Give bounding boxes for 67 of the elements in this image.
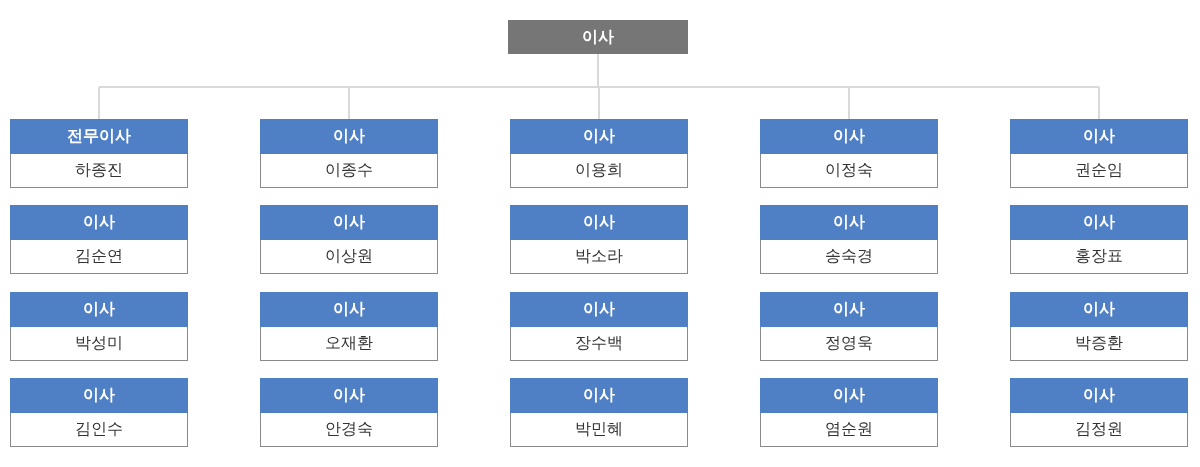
role-header: 이사	[510, 205, 688, 240]
connector-line	[1098, 86, 1100, 120]
role-header: 이사	[260, 119, 438, 154]
person-name: 이용희	[574, 159, 624, 181]
role-header: 이사	[260, 205, 438, 240]
person-name: 송숙경	[824, 245, 874, 267]
person-name: 하종진	[74, 159, 124, 181]
role-header: 이사	[1010, 205, 1188, 240]
person-name: 안경숙	[324, 418, 374, 440]
role-header: 전무이사	[10, 119, 188, 154]
person-name: 김정원	[1074, 418, 1124, 440]
org-card	[260, 119, 438, 188]
person-name: 홍장표	[1074, 245, 1124, 267]
role-box: 이사	[508, 20, 688, 54]
role-header: 이사	[1010, 378, 1188, 413]
connector-line	[98, 86, 100, 120]
role-header: 이사	[510, 378, 688, 413]
org-card	[510, 119, 688, 188]
org-card	[1010, 205, 1188, 274]
org-card	[510, 292, 688, 361]
person-name: 김순연	[74, 245, 124, 267]
role-header: 이사	[260, 292, 438, 327]
org-card	[1010, 292, 1188, 361]
org-card	[760, 292, 938, 361]
role-header: 이사	[510, 119, 688, 154]
role-header: 이사	[760, 205, 938, 240]
role-header: 이사	[760, 378, 938, 413]
org-card	[10, 205, 188, 274]
role-header: 이사	[260, 378, 438, 413]
role-header: 이사	[10, 378, 188, 413]
org-card	[510, 205, 688, 274]
person-name: 정영욱	[824, 332, 874, 354]
person-name: 이상원	[324, 245, 374, 267]
org-card	[260, 205, 438, 274]
org-card	[760, 205, 938, 274]
org-card	[760, 119, 938, 188]
person-name: 이정숙	[824, 159, 874, 181]
person-name: 박소라	[574, 245, 624, 267]
org-card	[260, 292, 438, 361]
org-card	[260, 378, 438, 447]
org-card	[1010, 378, 1188, 447]
org-card	[10, 292, 188, 361]
org-card	[510, 378, 688, 447]
role-header: 이사	[1010, 292, 1188, 327]
connector-line	[348, 86, 350, 120]
role-header: 이사	[10, 205, 188, 240]
person-name: 김인수	[74, 418, 124, 440]
person-name: 이종수	[324, 159, 374, 181]
connector-line	[98, 53, 1100, 88]
connector-line	[598, 86, 600, 120]
org-card	[760, 378, 938, 447]
person-name: 박성미	[74, 332, 124, 354]
role-header: 이사	[10, 292, 188, 327]
connector-line	[848, 86, 850, 120]
person-name: 박증환	[1074, 332, 1124, 354]
person-name: 장수백	[574, 332, 624, 354]
role-header: 이사	[510, 292, 688, 327]
org-card	[10, 378, 188, 447]
role-header: 이사	[1010, 119, 1188, 154]
org-card	[1010, 119, 1188, 188]
role-header: 이사	[760, 119, 938, 154]
role-header: 이사	[760, 292, 938, 327]
person-name: 염순원	[824, 418, 874, 440]
person-name: 박민혜	[574, 418, 624, 440]
org-card	[10, 119, 188, 188]
person-name: 권순임	[1074, 159, 1124, 181]
person-name: 오재환	[324, 332, 374, 354]
